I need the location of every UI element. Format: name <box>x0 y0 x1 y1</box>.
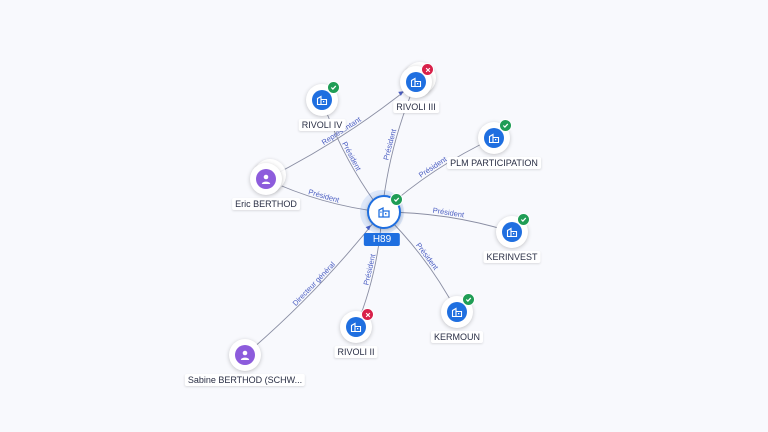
building-icon <box>375 203 393 221</box>
node-circle <box>441 293 475 328</box>
company-icon <box>447 302 467 322</box>
edge-label: Président <box>414 241 441 272</box>
node-label: Sabine BERTHOD (SCHW... <box>184 374 306 386</box>
node-label: KERMOUN <box>430 331 484 343</box>
node-circle <box>496 213 530 248</box>
node-label: KERINVEST <box>483 251 541 263</box>
edge-arrow-icon <box>398 91 404 96</box>
company-icon <box>502 222 522 242</box>
node-circle <box>478 119 512 154</box>
edge-label: Directeur général <box>291 260 338 308</box>
edge-label: Président <box>417 154 449 179</box>
edge-label: Président <box>381 127 398 161</box>
node-circle <box>250 163 282 195</box>
company-icon <box>312 90 332 110</box>
company-icon <box>406 72 426 92</box>
node-label: RIVOLI III <box>393 101 439 113</box>
edge-sabine-berthod-h89 <box>244 211 383 356</box>
node-label: RIVOLI IV <box>298 119 346 131</box>
node-circle <box>340 308 374 343</box>
node-circle <box>229 339 261 371</box>
hub-label: H89 <box>363 233 401 246</box>
active-status-icon <box>327 81 340 94</box>
node-circle <box>306 81 340 116</box>
person-icon <box>235 345 255 365</box>
hub-circle <box>367 193 403 229</box>
closed-status-icon <box>361 308 374 321</box>
node-circle <box>400 63 434 98</box>
person-icon <box>256 169 276 189</box>
active-status-icon <box>462 293 475 306</box>
node-label: PLM PARTICIPATION <box>447 157 541 169</box>
company-icon <box>346 317 366 337</box>
edge-arrow-icon <box>365 225 371 231</box>
active-status-icon <box>517 213 530 226</box>
edge-label: Président <box>340 140 363 173</box>
node-label: RIVOLI II <box>334 346 378 358</box>
active-status-icon <box>390 193 403 206</box>
closed-status-icon <box>421 63 434 76</box>
edge-label: Président <box>307 187 341 205</box>
node-label: Eric BERTHOD <box>232 198 300 210</box>
edge-label: Président <box>362 252 378 286</box>
active-status-icon <box>499 119 512 132</box>
company-icon <box>484 128 504 148</box>
